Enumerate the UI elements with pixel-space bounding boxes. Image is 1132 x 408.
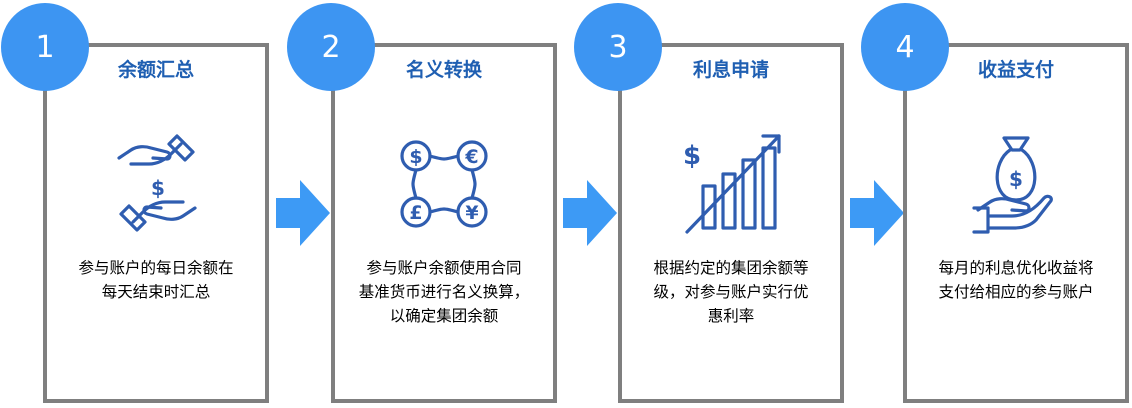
step-title: 收益支付: [977, 59, 1054, 81]
flow-arrow-right-icon: [276, 180, 330, 246]
step-title: 名义转换: [405, 59, 482, 81]
step-description: 每月的利息优化收益将 支付给相应的参与账户: [938, 259, 1094, 301]
step-card: [331, 43, 557, 403]
dollar-icon: $: [409, 146, 422, 168]
step-description: 参与账户余额使用合同 基准货币进行名义换算， 以确定集团余额: [358, 259, 530, 325]
step-title: 利息申请: [692, 59, 769, 81]
pound-icon: £: [409, 202, 422, 224]
step-number-badge: 2: [287, 3, 375, 91]
euro-icon: €: [464, 146, 478, 168]
hands-exchange-dollar-icon: $: [111, 128, 203, 238]
yen-icon: ¥: [465, 202, 478, 224]
step-number-badge: 4: [861, 3, 949, 91]
step-card: [903, 43, 1129, 403]
step-description: 参与账户的每日余额在 每天结束时汇总: [78, 259, 234, 301]
step-number-badge: 1: [1, 3, 89, 91]
step-title: 余额汇总: [117, 59, 194, 81]
flow-arrow-right-icon: [850, 180, 904, 246]
flow-arrow-right-icon: [563, 180, 617, 246]
money-bag-hand-icon: $: [970, 128, 1062, 238]
step-number-badge: 3: [574, 3, 662, 91]
svg-text:$: $: [151, 176, 165, 200]
step-description: 根据约定的集团余额等 级，对参与账户实行优 惠利率: [653, 259, 809, 325]
currency-exchange-icon: $ € £ ¥: [398, 128, 490, 238]
svg-text:$: $: [1009, 167, 1023, 191]
svg-text:$: $: [683, 141, 701, 171]
step-card: [618, 43, 844, 403]
step-card: [43, 43, 269, 403]
process-step-1: 1 余额汇总 $ 参与账户的每日余额在 每天结束时汇总: [0, 0, 280, 408]
growth-chart-dollar-icon: $: [683, 128, 783, 238]
